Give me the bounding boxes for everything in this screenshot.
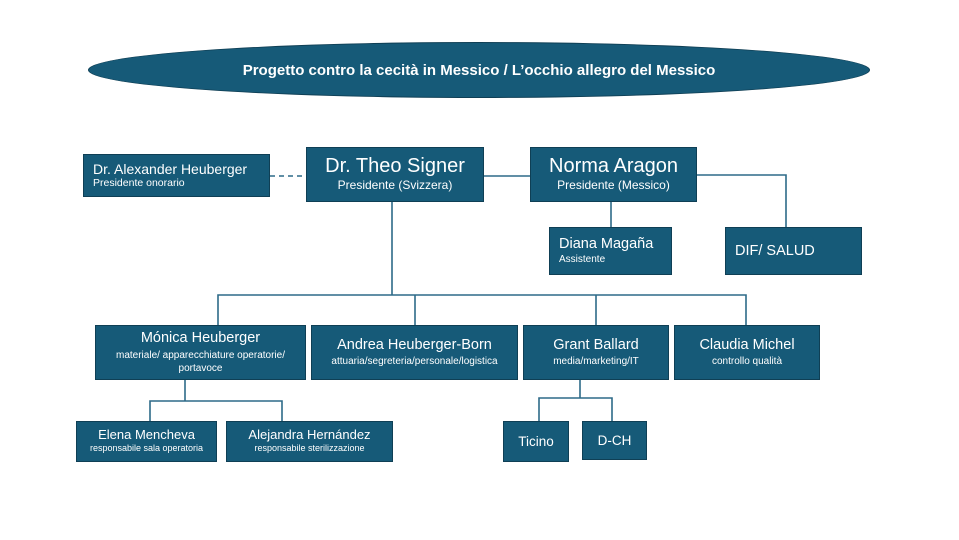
node-name: Grant Ballard (553, 336, 639, 353)
box-elena-mencheva: Elena Mencheva responsabile sala operato… (76, 421, 217, 462)
box-grant-ballard: Grant Ballard media/marketing/IT (523, 325, 669, 380)
grant-sub-link (538, 397, 613, 421)
box-andrea-heuberger-born: Andrea Heuberger-Born attuaria/segreteri… (311, 325, 518, 380)
box-claudia-michel: Claudia Michel controllo qualità (674, 325, 820, 380)
node-name: Diana Magaña (559, 236, 654, 253)
box-dif-salud: DIF/ SALUD (725, 227, 862, 275)
node-name: D-CH (597, 432, 632, 448)
node-role: Presidente onorario (93, 176, 185, 189)
box-diana-magana: Diana Magaña Assistente (549, 227, 672, 275)
diagram-title: Progetto contro la cecità in Messico / L… (242, 61, 716, 79)
node-name: Alejandra Hernández (248, 427, 371, 443)
node-role: attuaria/segreteria/personale/logistica (331, 356, 498, 368)
box-alejandra-hernandez: Alejandra Hernández responsabile sterili… (226, 421, 393, 462)
branch-bus (217, 294, 747, 325)
box-theo-signer: Dr. Theo Signer Presidente (Svizzera) (306, 147, 484, 202)
node-role: responsabile sterilizzazione (254, 443, 365, 454)
node-name: Norma Aragon (549, 155, 678, 178)
node-role: Presidente (Messico) (557, 178, 670, 193)
box-monica-heuberger: Mónica Heuberger materiale/ apparecchiat… (95, 325, 306, 380)
node-name: Ticino (518, 433, 554, 449)
box-ticino: Ticino (503, 421, 569, 462)
node-name: Dr. Theo Signer (325, 155, 465, 178)
monica-sub-link (149, 400, 283, 421)
box-alexander-heuberger: Dr. Alexander Heuberger Presidente onora… (83, 154, 270, 197)
node-role: responsabile sala operatoria (89, 443, 204, 454)
node-role: controllo qualità (711, 356, 783, 368)
box-norma-aragon: Norma Aragon Presidente (Messico) (530, 147, 697, 202)
node-name: Mónica Heuberger (140, 330, 261, 347)
node-name: Dr. Alexander Heuberger (93, 160, 248, 177)
node-name: Elena Mencheva (98, 427, 195, 443)
node-name: DIF/ SALUD (735, 242, 815, 259)
node-role: Presidente (Svizzera) (337, 178, 453, 193)
node-name: Claudia Michel (699, 336, 795, 353)
node-name: Andrea Heuberger-Born (337, 336, 492, 353)
node-role: materiale/ apparecchiature operatorie/ p… (116, 349, 285, 374)
aragon-dif-link (697, 174, 787, 227)
title-banner: Progetto contro la cecità in Messico / L… (88, 42, 870, 98)
node-role: Assistente (559, 253, 606, 265)
box-d-ch: D-CH (582, 421, 647, 460)
node-role: media/marketing/IT (553, 356, 639, 368)
